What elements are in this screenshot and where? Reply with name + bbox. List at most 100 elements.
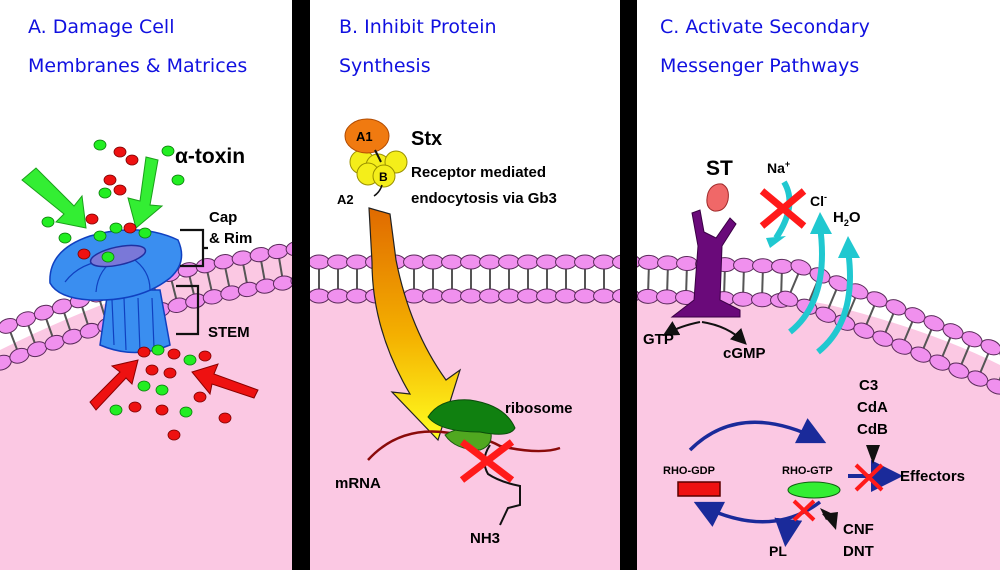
rho-gdp-label: RHO-GDP xyxy=(663,465,715,477)
shiga-toxin-molecule: A1 B xyxy=(344,118,408,197)
a2-tail xyxy=(373,184,383,197)
lipid-tail xyxy=(45,317,54,338)
mrna-label: mRNA xyxy=(335,475,381,492)
red-particle xyxy=(113,146,127,158)
red-particle xyxy=(125,154,139,166)
dnt-label: DNT xyxy=(843,543,874,560)
na-blocked-x-icon xyxy=(759,188,807,229)
lipid-tail xyxy=(780,272,783,295)
lipid-tail xyxy=(761,271,764,294)
lipid-head xyxy=(310,288,330,304)
efflux-arrows xyxy=(89,359,259,411)
green-particle xyxy=(183,354,197,366)
lipid-head xyxy=(732,291,754,307)
panel-b-title-line2: Synthesis xyxy=(339,55,431,77)
green-particle xyxy=(171,174,185,186)
lipid-head xyxy=(422,288,444,304)
red-arrow-left xyxy=(89,359,139,411)
effectors-blocked-x-icon xyxy=(854,463,884,492)
panel-a-title-line1: A. Damage Cell xyxy=(28,16,174,38)
lipid-head xyxy=(656,289,678,305)
panel-divider-ab xyxy=(292,0,310,570)
lipid-head xyxy=(638,254,660,270)
green-particle xyxy=(161,145,175,157)
green-particle xyxy=(58,232,72,244)
h2o-flow-arrowhead xyxy=(838,236,860,258)
lipid-head xyxy=(657,255,679,271)
lipid-tail xyxy=(224,267,231,288)
rho-inactivation-arrow xyxy=(693,500,822,527)
green-particle xyxy=(137,380,151,392)
green-particle xyxy=(151,344,165,356)
lipid-tail xyxy=(742,271,745,294)
green-particle xyxy=(109,222,123,234)
lipid-tail xyxy=(723,270,726,293)
lipid-head xyxy=(498,288,520,304)
lipid-head xyxy=(517,288,539,304)
panel-c-title-line1: C. Activate Secondary xyxy=(660,16,870,38)
lipid-tail xyxy=(260,260,266,281)
red-particle xyxy=(137,346,151,358)
gtp-label: GTP xyxy=(643,331,674,348)
red-particle xyxy=(145,364,159,376)
red-particle xyxy=(155,404,169,416)
rho-gtp-shape xyxy=(787,481,841,499)
cnf-arrowhead xyxy=(822,512,838,530)
lipid-head xyxy=(346,254,368,270)
h2o-flow-arrow xyxy=(816,249,853,355)
b-label: B xyxy=(379,170,388,184)
rim-label: & Rim xyxy=(209,230,252,247)
lipid-tail xyxy=(941,336,952,358)
cgmp-arrow xyxy=(701,321,747,345)
green-arrow-left xyxy=(21,167,87,229)
lipid-head xyxy=(403,254,425,270)
lipid-tail xyxy=(884,312,895,334)
lipid-tail xyxy=(27,324,36,344)
rho-activation-arrow xyxy=(688,418,827,452)
red-particle xyxy=(123,222,137,234)
lipid-tail xyxy=(846,296,857,318)
panel-c-membrane xyxy=(637,254,1000,395)
lipid-tail xyxy=(170,279,178,300)
pl-label: PL xyxy=(769,543,787,559)
effectors-label: Effectors xyxy=(900,468,965,485)
panel-b-title-line1: B. Inhibit Protein xyxy=(339,16,497,38)
lipid-head xyxy=(460,254,482,270)
nh3-label: NH3 xyxy=(470,530,500,547)
st-label: ST xyxy=(706,157,733,180)
guanylate-cyclase-receptor xyxy=(670,209,741,318)
rho-gtp-label: RHO-GTP xyxy=(782,465,833,477)
green-particle xyxy=(109,404,123,416)
ion-particles xyxy=(41,139,232,441)
green-particle xyxy=(138,227,152,239)
lipid-tail xyxy=(242,263,248,284)
lipid-tail xyxy=(62,311,72,332)
lipid-head xyxy=(346,288,368,304)
inhibition-x-icon xyxy=(459,439,515,483)
cgmp-label: cGMP xyxy=(723,345,766,362)
lipid-tail xyxy=(960,344,971,366)
lipid-head xyxy=(637,288,659,304)
lipid-head xyxy=(574,254,596,270)
h2o-label: H2O xyxy=(833,209,861,228)
b-subunit xyxy=(372,164,396,188)
lipid-tail xyxy=(789,272,800,294)
lipid-head xyxy=(479,254,501,270)
st-ligand xyxy=(706,183,729,212)
lipid-head xyxy=(612,254,620,270)
lipid-tail xyxy=(685,269,688,292)
c3-label: C3 xyxy=(859,377,878,394)
lipid-tail xyxy=(865,304,876,326)
lipid-head xyxy=(555,288,577,304)
red-particle xyxy=(193,391,207,403)
lipid-head xyxy=(593,288,615,304)
green-particle xyxy=(98,187,112,199)
lipid-head xyxy=(536,288,558,304)
lipid-head xyxy=(733,257,755,273)
a2-label: A2 xyxy=(337,192,354,207)
green-particle xyxy=(101,251,115,263)
lipid-head xyxy=(285,241,292,257)
panel-c-title-line2: Messenger Pathways xyxy=(660,55,859,77)
lipid-tail xyxy=(206,271,213,292)
